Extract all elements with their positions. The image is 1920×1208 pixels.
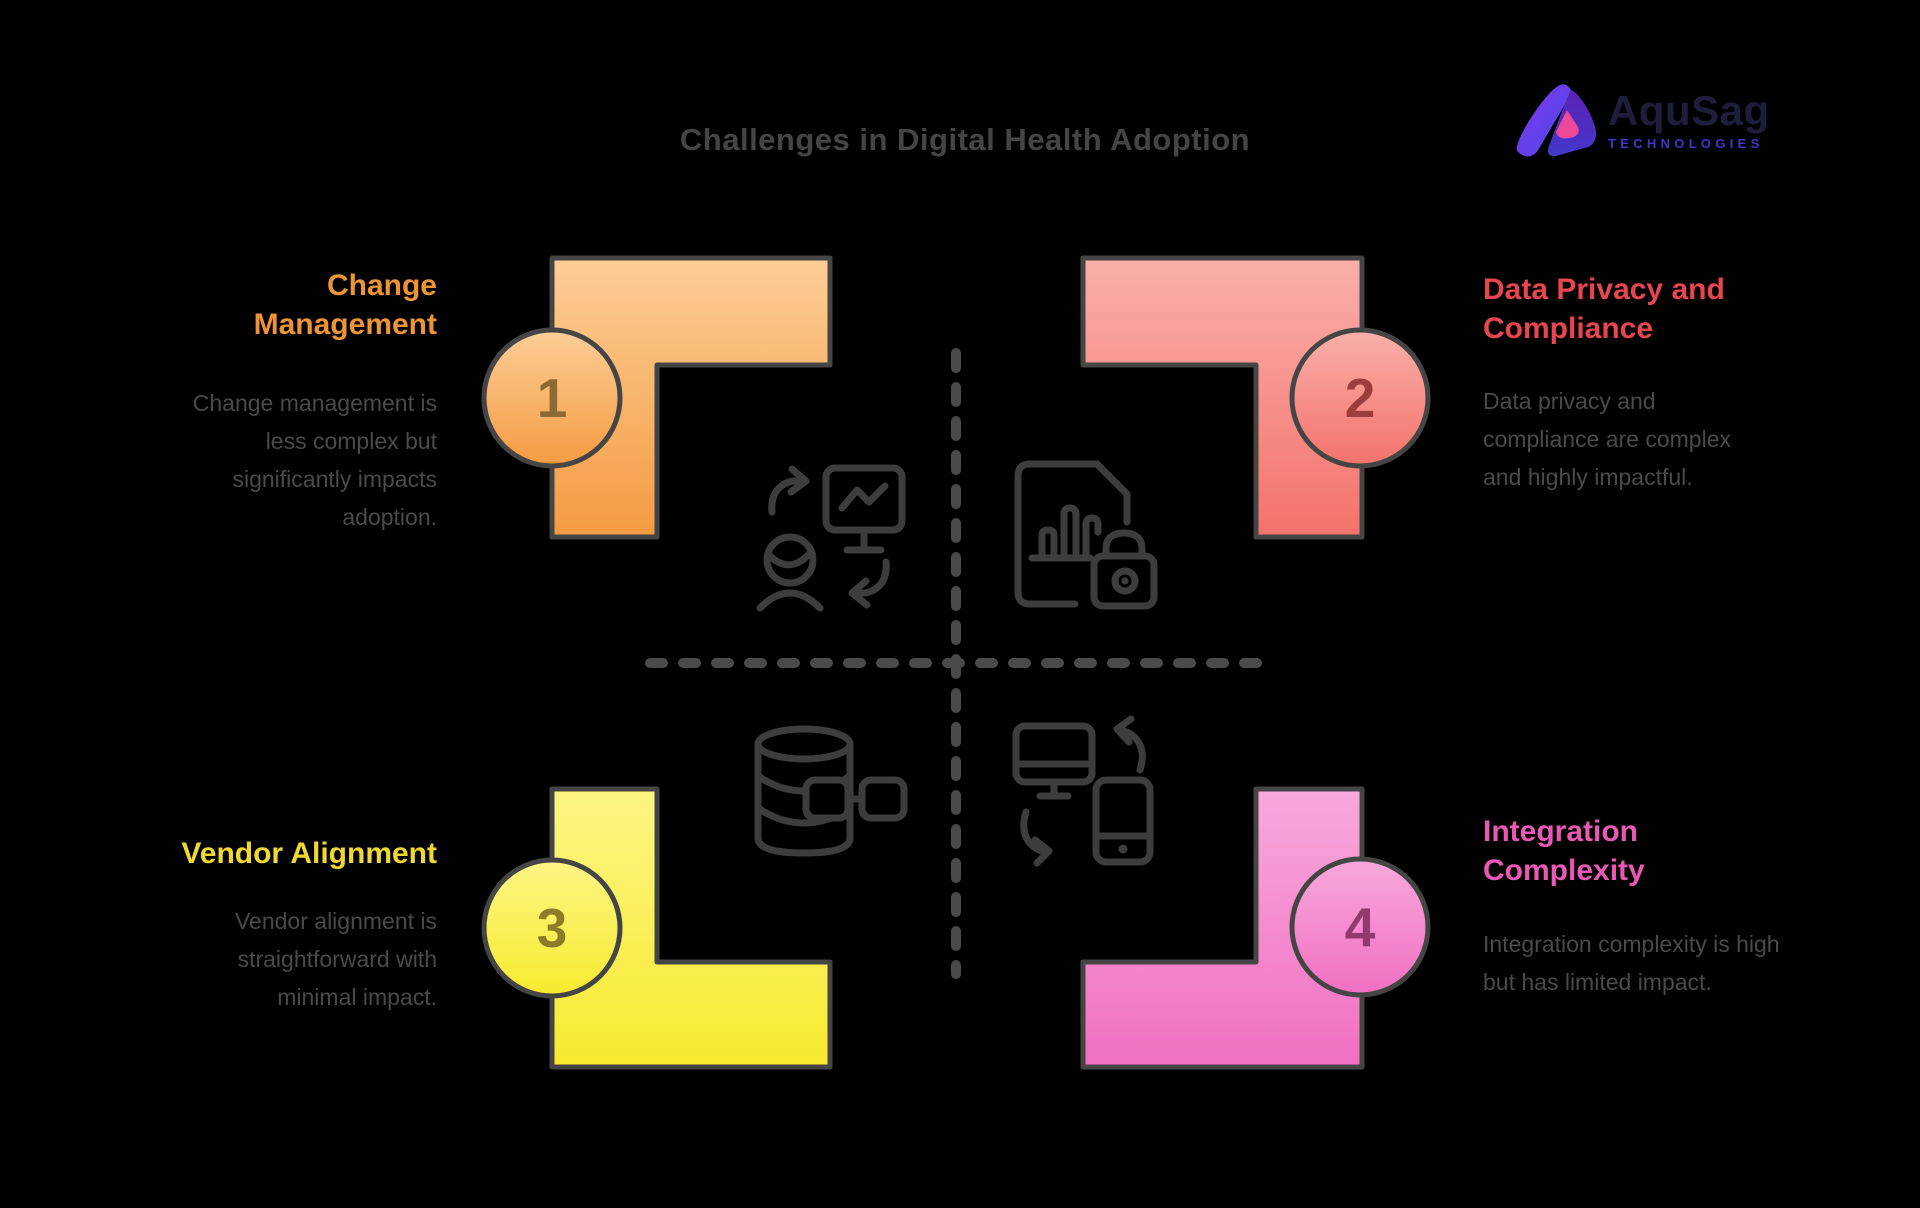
quadrant-3-title: Vendor Alignment bbox=[181, 837, 437, 870]
quadrant-4-shape bbox=[1080, 786, 1365, 1070]
quadrant-4-number-circle bbox=[1289, 856, 1431, 998]
quadrant-2-description: Data privacy and compliance are complex … bbox=[1483, 388, 1732, 490]
quadrant-3-shape bbox=[549, 786, 833, 1070]
quadrant-3-description: Vendor alignment is straightforward with… bbox=[234, 908, 437, 1010]
quadrant-1-description: Change management is less complex but si… bbox=[192, 390, 437, 530]
logo-mark-icon bbox=[1516, 84, 1597, 157]
logo-wordmark: AquSag TECHNOLOGIES bbox=[1608, 88, 1868, 152]
quadrant-3-number: 3 bbox=[536, 897, 568, 959]
quadrant-2-number-circle bbox=[1289, 327, 1431, 469]
quadrant-4-description: Integration complexity is high but has l… bbox=[1483, 931, 1780, 995]
person-computer-sync-icon bbox=[756, 464, 906, 612]
page-title: Challenges in Digital Health Adoption bbox=[679, 122, 1251, 157]
quadrant-3-number-circle bbox=[481, 857, 623, 999]
quadrant-2-title: Data Privacy and Compliance bbox=[1483, 273, 1725, 345]
devices-sync-icon bbox=[1012, 715, 1154, 867]
quadrant-4-number: 4 bbox=[1344, 896, 1376, 958]
quadrant-1-number: 1 bbox=[536, 367, 568, 429]
axis-dividers bbox=[645, 348, 1269, 979]
logo-subtitle: TECHNOLOGIES bbox=[1608, 136, 1764, 151]
quadrant-4-title: Integration Complexity bbox=[1483, 815, 1645, 887]
quadrant-1-shape bbox=[549, 255, 833, 540]
logo-name: AquSag bbox=[1608, 87, 1770, 134]
quadrant-1-number-circle bbox=[481, 327, 623, 469]
quadrant-1-title: Change Management bbox=[253, 269, 437, 341]
quadrant-2-number: 2 bbox=[1344, 367, 1376, 429]
quadrant-shapes bbox=[481, 255, 1431, 1070]
quadrant-2-shape bbox=[1080, 255, 1365, 540]
database-link-icon bbox=[754, 725, 908, 857]
document-lock-icon bbox=[1014, 460, 1158, 610]
